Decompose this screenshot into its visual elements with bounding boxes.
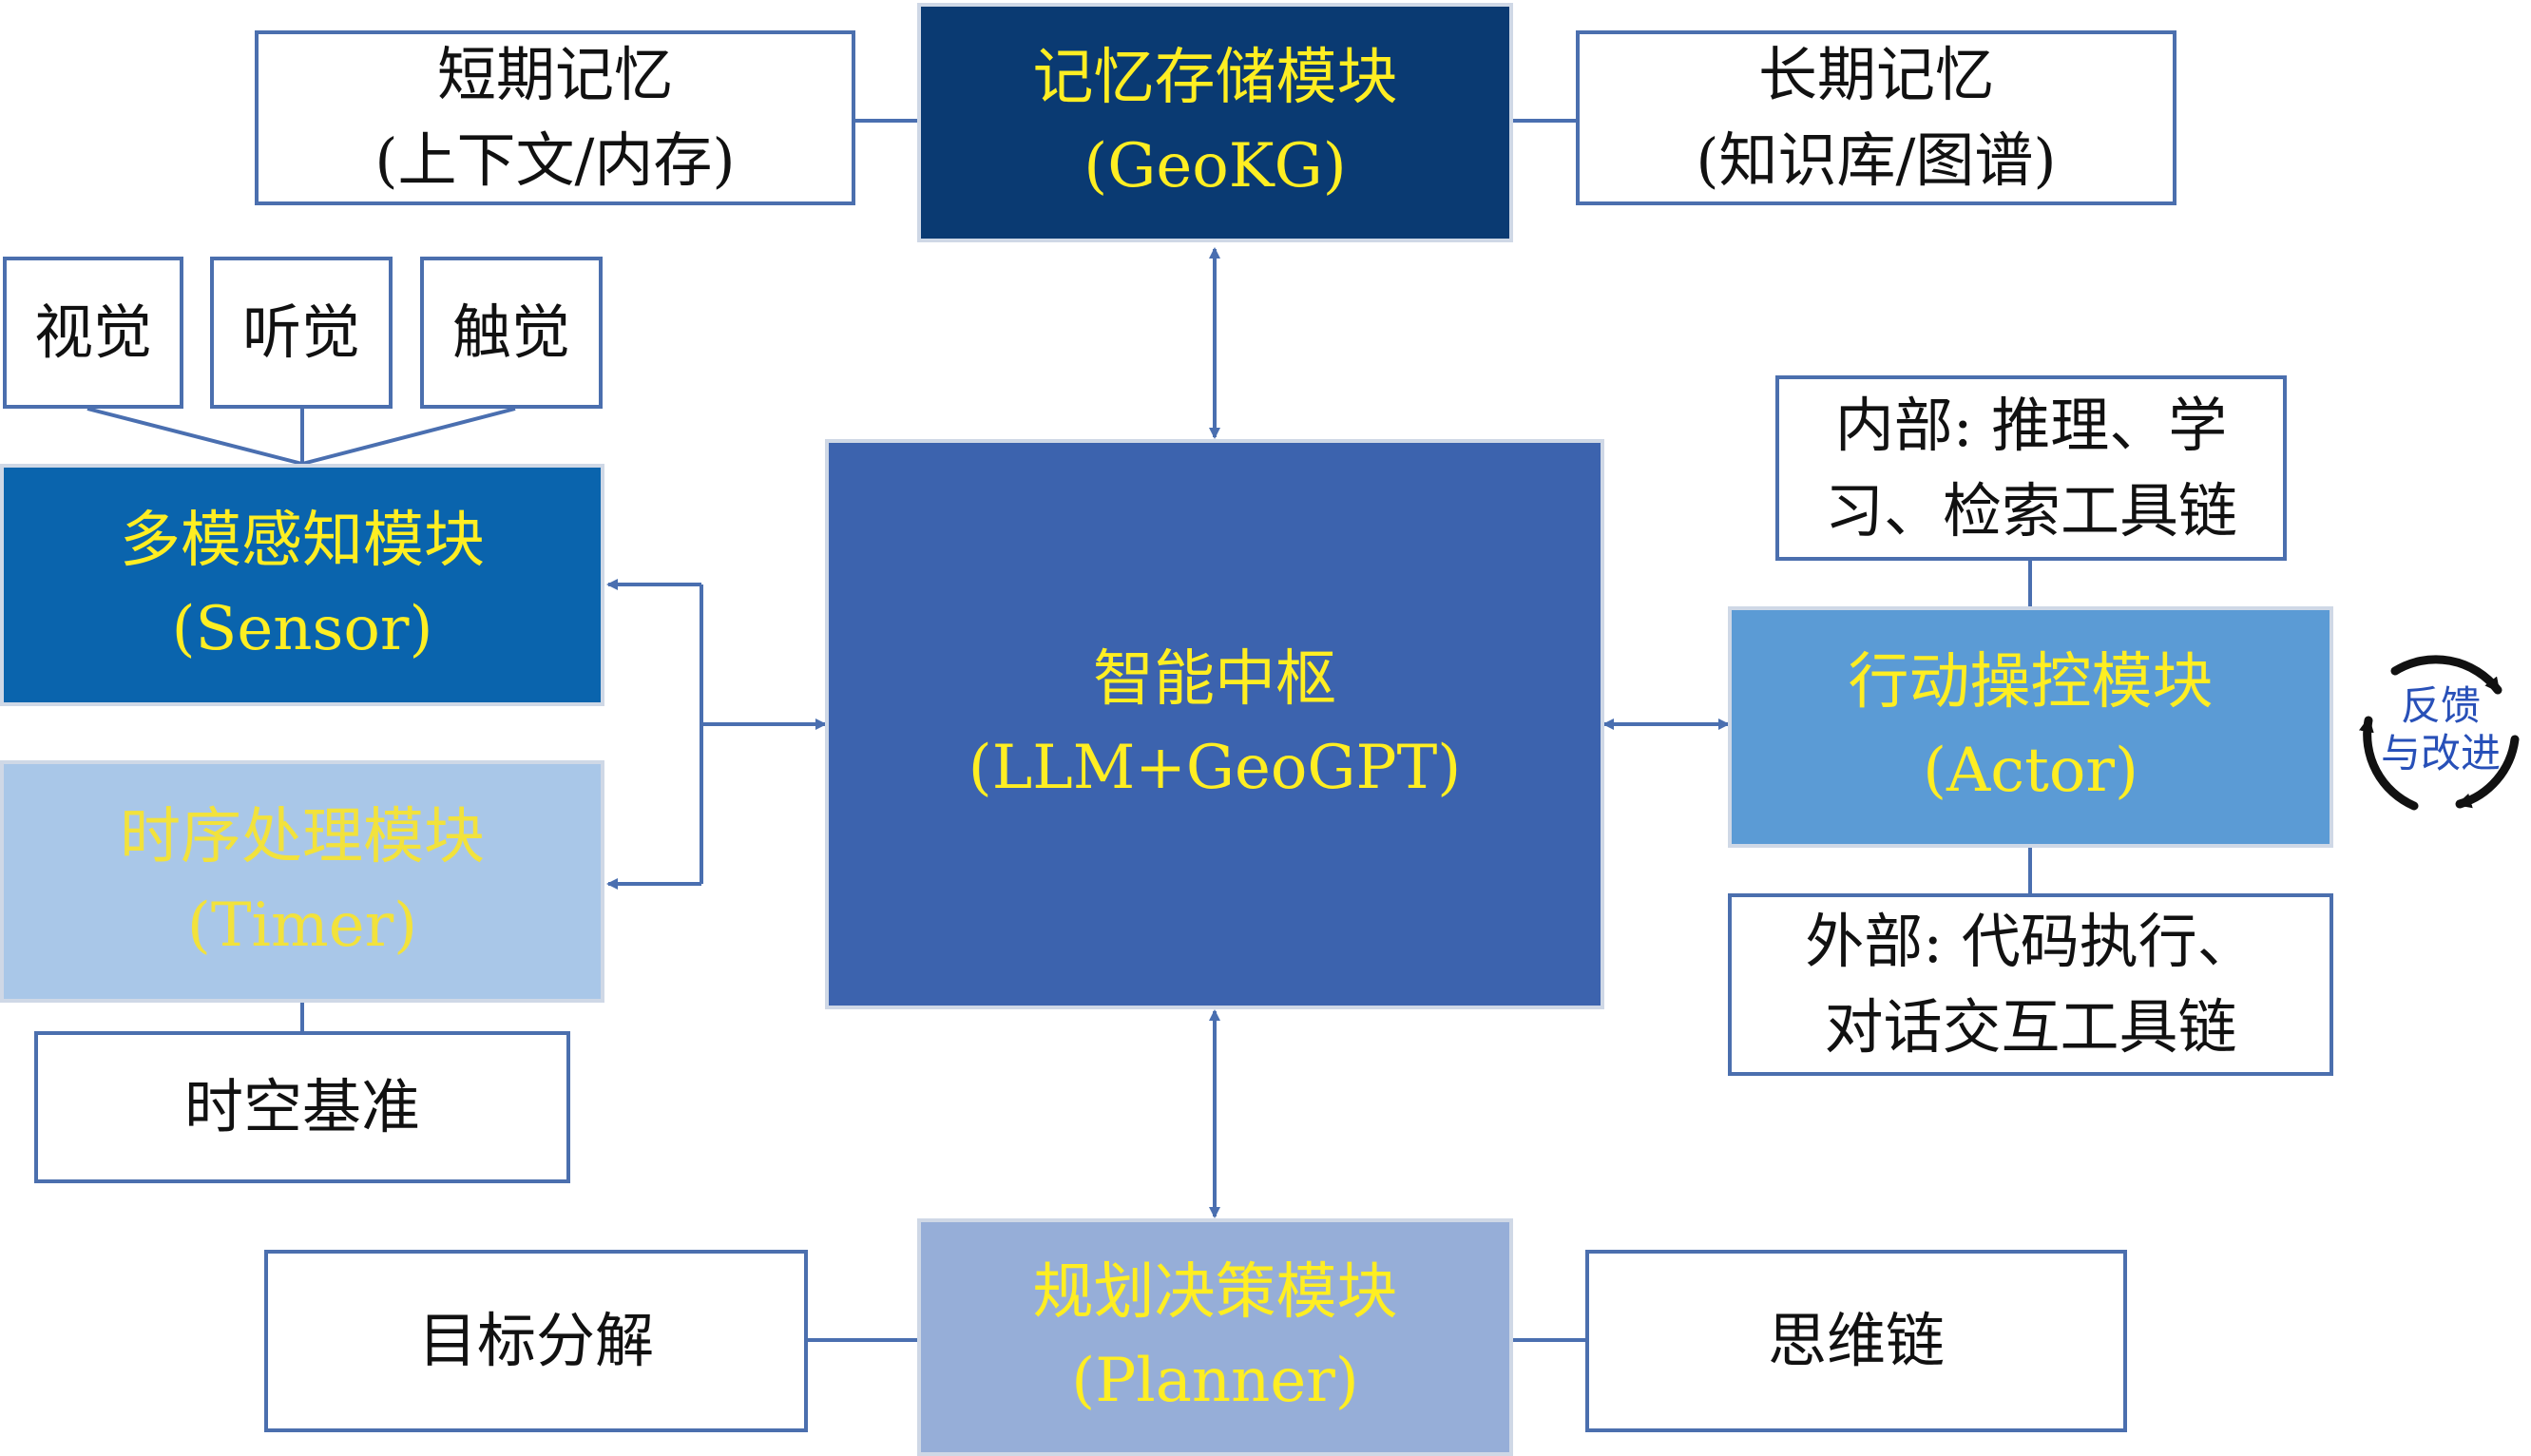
actor-external-box: 外部: 代码执行、 对话交互工具链 (1728, 893, 2333, 1076)
touch-box: 触觉 (420, 257, 603, 409)
feedback-label-line2: 与改进 (2380, 730, 2501, 777)
spatiotemporal-reference-label: 时空基准 (183, 1072, 420, 1142)
feedback-label-line1: 反馈 (2400, 682, 2481, 729)
chain-of-thought-label: 思维链 (1767, 1306, 1945, 1376)
touch-label: 触觉 (451, 297, 570, 368)
timer-module-subtitle: (Timer) (186, 890, 418, 961)
long-term-memory-label: 长期记忆 (1757, 40, 1994, 110)
goal-decomposition-box: 目标分解 (264, 1250, 808, 1432)
core-module: 智能中枢 (LLM+GeoGPT) (825, 439, 1604, 1009)
actor-internal-line2: 习、检索工具链 (1824, 475, 2237, 546)
short-term-memory-box: 短期记忆 (上下文/内存) (255, 30, 855, 205)
sensor-module: 多模感知模块 (Sensor) (0, 464, 604, 706)
memory-module: 记忆存储模块 (GeoKG) (917, 3, 1513, 242)
actor-internal-line1: 内部: 推理、学 (1834, 390, 2228, 460)
actor-external-line2: 对话交互工具链 (1824, 992, 2237, 1062)
feedback-label: 反馈 与改进 (2355, 682, 2526, 778)
long-term-memory-box: 长期记忆 (知识库/图谱) (1576, 30, 2176, 205)
planner-module: 规划决策模块 (Planner) (917, 1218, 1513, 1456)
vision-box: 视觉 (3, 257, 183, 409)
actor-internal-box: 内部: 推理、学 习、检索工具链 (1775, 375, 2287, 561)
core-module-subtitle: (LLM+GeoGPT) (968, 733, 1462, 803)
sensor-module-title: 多模感知模块 (120, 505, 485, 576)
actor-module-subtitle: (Actor) (1923, 736, 2138, 806)
memory-module-title: 记忆存储模块 (1032, 43, 1398, 114)
hearing-box: 听觉 (210, 257, 393, 409)
core-module-title: 智能中枢 (1093, 644, 1336, 716)
actor-module-title: 行动操控模块 (1848, 647, 2214, 718)
short-term-memory-label: 短期记忆 (436, 40, 673, 110)
long-term-memory-detail: (知识库/图谱) (1696, 125, 2057, 195)
hearing-label: 听觉 (241, 297, 360, 368)
planner-module-title: 规划决策模块 (1032, 1257, 1398, 1329)
timer-module-title: 时序处理模块 (120, 801, 485, 872)
memory-module-subtitle: (GeoKG) (1083, 131, 1347, 201)
actor-module: 行动操控模块 (Actor) (1728, 606, 2333, 848)
timer-module: 时序处理模块 (Timer) (0, 760, 604, 1003)
vision-label: 视觉 (33, 297, 152, 368)
sensor-module-subtitle: (Sensor) (171, 593, 433, 664)
goal-decomposition-label: 目标分解 (417, 1306, 654, 1376)
planner-module-subtitle: (Planner) (1071, 1346, 1359, 1416)
chain-of-thought-box: 思维链 (1585, 1250, 2127, 1432)
feedback-cycle-icon (2358, 655, 2520, 811)
spatiotemporal-reference-box: 时空基准 (34, 1031, 570, 1183)
short-term-memory-detail: (上下文/内存) (374, 125, 736, 195)
actor-external-line1: 外部: 代码执行、 (1805, 907, 2256, 977)
